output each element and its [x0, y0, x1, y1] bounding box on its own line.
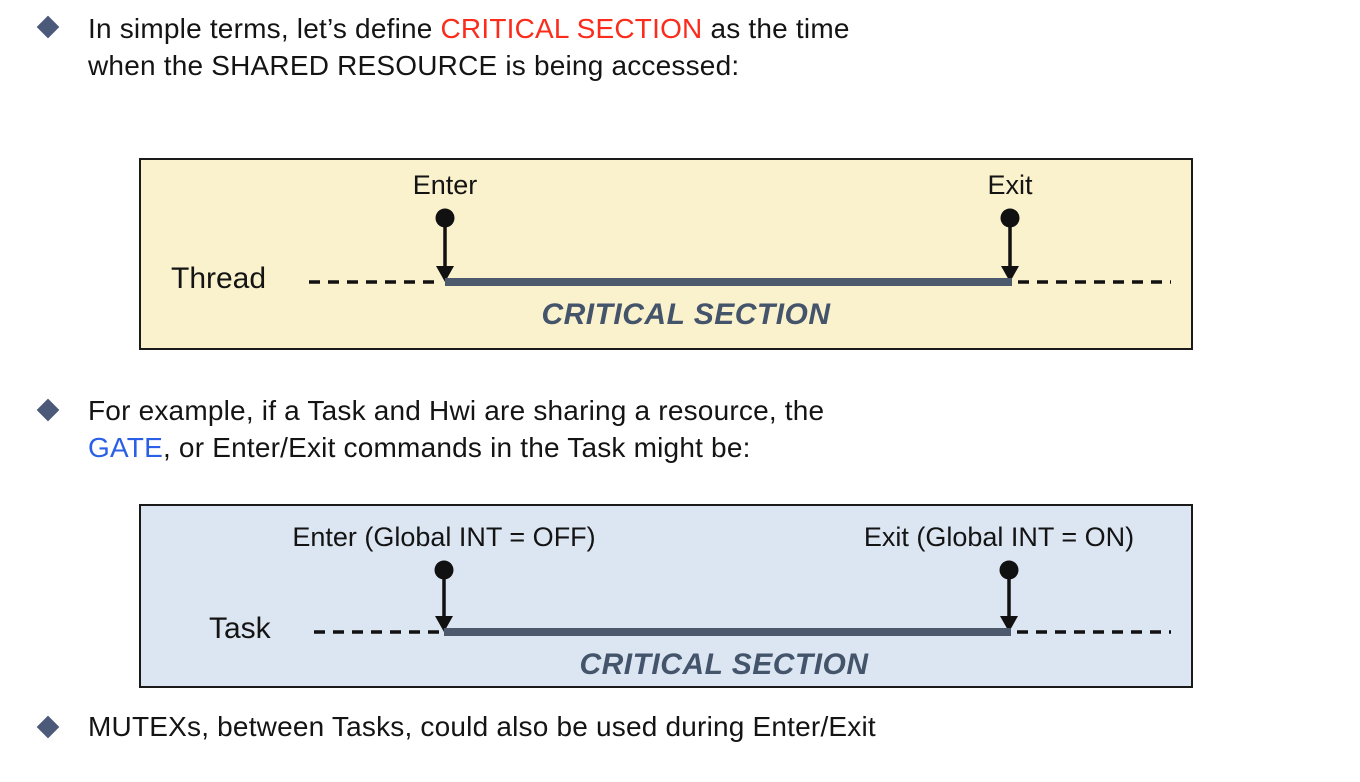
bullet-2-gate-highlight: GATE [88, 432, 163, 463]
thread-timeline-graphic [309, 208, 1171, 286]
bullet-3: MUTEXs, between Tasks, could also be use… [88, 708, 876, 745]
bullet-3-line-1: MUTEXs, between Tasks, could also be use… [88, 711, 876, 742]
diamond-bullet-icon [36, 15, 60, 39]
exit-arrow-head-icon [1001, 266, 1019, 282]
task-critical-section-diagram: Enter (Global INT = OFF) Exit (Global IN… [139, 504, 1193, 688]
exit-label: Exit [987, 170, 1033, 200]
bullet-2-line-2: GATE, or Enter/Exit commands in the Task… [88, 429, 824, 466]
bullet-1-critical-section-highlight: CRITICAL SECTION [440, 13, 703, 44]
diamond-bullet-icon [36, 715, 60, 739]
enter-label: Enter (Global INT = OFF) [292, 522, 596, 552]
critical-section-label: CRITICAL SECTION [541, 298, 831, 331]
diamond-bullet-icon [36, 398, 60, 422]
enter-dot [434, 560, 454, 580]
task-row-label: Task [209, 612, 271, 645]
exit-dot [1000, 208, 1020, 228]
exit-arrow-head-icon [1000, 616, 1018, 632]
bullet-1-text-post: as the time [702, 13, 850, 44]
enter-arrow-head-icon [436, 266, 454, 282]
task-timeline-graphic [314, 560, 1171, 636]
bullet-2: For example, if a Task and Hwi are shari… [88, 392, 824, 466]
bullet-1-line-1: In simple terms, let’s define CRITICAL S… [88, 10, 850, 47]
bullet-2-line-1: For example, if a Task and Hwi are shari… [88, 395, 825, 426]
bullet-1-line-2: when the SHARED RESOURCE is being access… [88, 50, 740, 81]
critical-section-label: CRITICAL SECTION [579, 648, 869, 681]
enter-arrow-head-icon [435, 616, 453, 632]
thread-critical-section-diagram: Enter Exit Thread CRITICAL SECTION [139, 158, 1193, 350]
bullet-1: In simple terms, let’s define CRITICAL S… [88, 10, 850, 84]
thread-row-label: Thread [171, 262, 267, 295]
exit-label: Exit (Global INT = ON) [863, 522, 1135, 552]
exit-dot [999, 560, 1019, 580]
enter-label: Enter [412, 170, 478, 200]
enter-dot [435, 208, 455, 228]
bullet-2-text-post: , or Enter/Exit commands in the Task mig… [162, 432, 751, 463]
bullet-1-text-pre: In simple terms, let’s define [88, 13, 441, 44]
